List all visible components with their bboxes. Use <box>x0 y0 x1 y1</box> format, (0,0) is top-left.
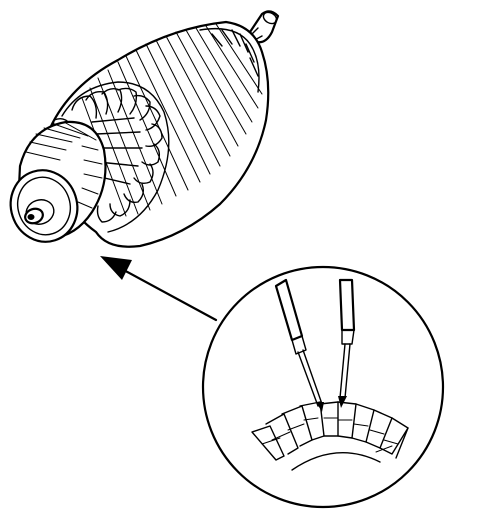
shaft-end <box>27 214 35 220</box>
arrow-icon <box>100 256 218 322</box>
commutator-icon <box>9 120 107 243</box>
commutator-end-cap <box>9 169 79 243</box>
armature-icon <box>9 10 280 248</box>
winding-overhang <box>52 81 170 233</box>
commutator-segments-icon <box>251 401 409 471</box>
test-probe-icon <box>338 278 356 408</box>
magnified-detail-icon <box>201 265 445 509</box>
armature-slots <box>81 23 263 217</box>
test-probe-icon <box>274 278 324 412</box>
